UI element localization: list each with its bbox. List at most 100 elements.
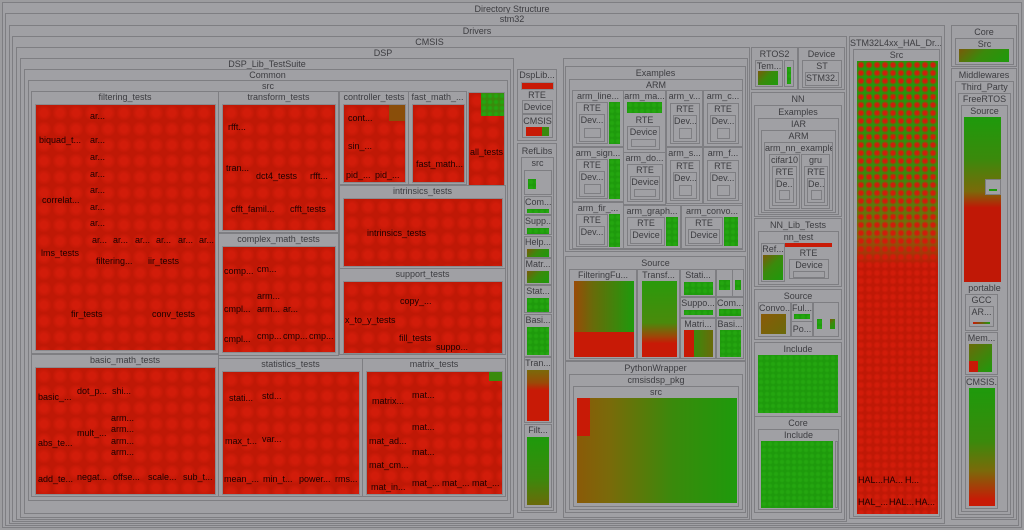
- examples-arm-label: ARM: [646, 80, 666, 90]
- file-label: ar...: [90, 135, 106, 145]
- dsplib-cmsis-label: CMSIS: [523, 116, 552, 126]
- statistics-tests-block[interactable]: stati... std... max_t... var... mean_...…: [222, 371, 360, 495]
- controller-tests-block[interactable]: cont... sin_... pid_... pid_...: [343, 104, 406, 183]
- intrinsics-tests-label: intrinsics_tests: [392, 186, 453, 196]
- nn-core-frame[interactable]: Core Include: [754, 416, 842, 513]
- file-label: mat_cm...: [369, 460, 409, 470]
- file-label: ar...: [135, 235, 151, 245]
- hal-driver-label: STM32L4xx_HAL_Dr...: [850, 38, 941, 48]
- transform-tests-group[interactable]: transform_tests rfft... tran... dct4_tes…: [218, 91, 339, 233]
- source-filtering[interactable]: FilteringFu...: [569, 269, 637, 359]
- intrinsics-tests-block[interactable]: intrinsics_tests: [343, 198, 503, 267]
- freertos-source-frame[interactable]: Source portable GCC AR... Mem... CMSIS..…: [961, 105, 1008, 512]
- right-core-frame[interactable]: Core Src: [951, 25, 1017, 67]
- example-arm-fir[interactable]: arm_fir_... RTE Dev...: [572, 202, 624, 249]
- rtos2-label: RTOS2: [759, 49, 790, 59]
- device-frame[interactable]: Device ST STM32...: [798, 47, 845, 90]
- filtering-tests-group[interactable]: filtering_tests biquad_t... correlat... …: [31, 91, 219, 354]
- file-label: cfft_tests: [290, 204, 326, 214]
- dsp-source-frame[interactable]: Source FilteringFu... Transf... Stati...…: [565, 256, 746, 361]
- nn-gru[interactable]: gru RTE De...: [801, 154, 830, 209]
- cmsisdsp-pkg-frame[interactable]: cmsisdsp_pkg src: [569, 374, 743, 510]
- file-label: dct4_tests: [256, 171, 298, 181]
- complex-math-tests-block[interactable]: comp... cm... arm... cmpl... arm... ar..…: [222, 246, 336, 353]
- rtos2-template[interactable]: Tem...: [755, 60, 783, 87]
- dsplib-cmsis-frame[interactable]: CMSIS: [522, 114, 553, 138]
- example-arm-v[interactable]: arm_v... RTE Dev...: [666, 90, 703, 147]
- reflibs-item[interactable]: Basi...: [524, 314, 552, 357]
- support-tests-group[interactable]: support_tests copy_... x_to_y_tests fill…: [339, 268, 506, 355]
- file-label: ar...: [90, 218, 106, 228]
- file-label: biquad_t...: [39, 135, 82, 145]
- nn-ful[interactable]: Ful...: [791, 302, 813, 322]
- example-arm-s[interactable]: arm_s... RTE Dev...: [666, 147, 703, 204]
- hal-src-block[interactable]: HAL... HA... H... HAL_... HAL... HA...: [857, 61, 938, 514]
- nn-ref[interactable]: Ref...: [761, 243, 785, 282]
- nn-source-frame[interactable]: Source Convo... Ful... Po...: [754, 289, 842, 340]
- source-suppo[interactable]: Suppo...: [680, 297, 716, 318]
- middlewares-frame[interactable]: Middlewares Third_Party FreeRTOS Source …: [951, 68, 1017, 520]
- complex-math-tests-group[interactable]: complex_math_tests comp... cm... arm... …: [218, 233, 339, 356]
- fast-math-tests-group[interactable]: fast_math_... fast_math...: [408, 91, 467, 185]
- dsp-source-label: Source: [641, 258, 670, 268]
- file-label: cmp...: [283, 331, 308, 341]
- python-src-frame[interactable]: src: [573, 386, 739, 507]
- reflibs-item[interactable]: Help...: [524, 236, 552, 258]
- nn-examples-frame[interactable]: Examples IAR ARM arm_nn_examples cifar10…: [754, 105, 842, 217]
- file-label: arm...: [257, 304, 281, 314]
- source-transf[interactable]: Transf...: [637, 269, 680, 359]
- nn-convo[interactable]: Convo...: [758, 302, 791, 337]
- reflibs-item[interactable]: Com...: [524, 196, 552, 215]
- file-label: abs_te...: [38, 438, 73, 448]
- reflibs-src-frame[interactable]: src Com... Supp... Help... Matr... Stat.…: [521, 157, 554, 511]
- dsplib-label: DspLib...: [519, 70, 555, 80]
- support-tests-block[interactable]: copy_... x_to_y_tests fill_tests suppo..…: [343, 281, 503, 354]
- nn-cifar10[interactable]: cifar10 RTE De...: [769, 154, 800, 209]
- reflibs-item[interactable]: Stat...: [524, 285, 552, 313]
- source-matri[interactable]: Matri...: [680, 318, 716, 359]
- file-label: mat...: [412, 390, 435, 400]
- reflibs-item[interactable]: Matr...: [524, 258, 552, 285]
- source-basi[interactable]: Basi...: [716, 318, 744, 359]
- intrinsics-tests-group[interactable]: intrinsics_tests intrinsics_tests: [339, 185, 506, 269]
- python-wrapper-frame[interactable]: PythonWrapper cmsisdsp_pkg src: [565, 361, 746, 513]
- controller-tests-group[interactable]: controller_tests cont... sin_... pid_...…: [339, 91, 409, 185]
- basic-math-tests-group[interactable]: basic_math_tests basic_... dot_p... shi.…: [31, 354, 219, 497]
- reflibs-item[interactable]: Supp...: [524, 215, 552, 235]
- nn-lib-tests-frame[interactable]: NN_Lib_Tests nn_test Ref... RTE Device: [754, 218, 842, 287]
- rtos2-frame[interactable]: RTOS2 Tem...: [751, 47, 798, 90]
- common-label: Common: [249, 70, 286, 80]
- source-stati[interactable]: Stati...: [680, 269, 716, 297]
- matrix-tests-block[interactable]: matrix... mat... mat... mat_ad... mat...…: [366, 371, 503, 495]
- file-label: rms...: [335, 474, 358, 484]
- example-arm-f[interactable]: arm_f... RTE Dev...: [703, 147, 743, 204]
- reflibs-frame[interactable]: RefLibs src Com... Supp... Help... Matr.…: [517, 143, 557, 513]
- matrix-tests-group[interactable]: matrix_tests matrix... mat... mat... mat…: [362, 358, 506, 497]
- example-arm-convo[interactable]: arm_convo... RTE Device: [681, 205, 743, 249]
- source-com[interactable]: Com...: [716, 297, 744, 318]
- file-label: sin_...: [348, 141, 373, 151]
- example-arm-ma[interactable]: arm_ma... RTE Device: [623, 90, 666, 153]
- device-st-frame[interactable]: ST STM32...: [802, 60, 842, 88]
- statistics-tests-group[interactable]: statistics_tests stati... std... max_t..…: [218, 358, 363, 497]
- filtering-tests-block[interactable]: biquad_t... correlat... lms_tests filter…: [35, 104, 216, 351]
- nn-po[interactable]: Po...: [791, 321, 813, 337]
- example-arm-do[interactable]: arm_do... RTE Device: [623, 152, 666, 205]
- transform-tests-block[interactable]: rfft... tran... dct4_tests rfft... cfft_…: [222, 104, 336, 231]
- fast-math-tests-block[interactable]: fast_math...: [412, 104, 465, 183]
- hal-src-frame[interactable]: Src HAL... HA... H... HAL_... HAL... HA.…: [853, 49, 940, 517]
- dsplib-device-frame[interactable]: Device: [522, 100, 553, 114]
- basic-math-tests-block[interactable]: basic_... dot_p... shi... arm... arm... …: [35, 367, 216, 495]
- example-arm-graph[interactable]: arm_graph... RTE Device: [623, 205, 681, 249]
- reflibs-item[interactable]: Tran...: [524, 357, 552, 423]
- example-arm-c[interactable]: arm_c... RTE Dev...: [703, 90, 743, 147]
- example-arm-sign[interactable]: arm_sign... RTE Dev...: [572, 147, 624, 202]
- hal-driver-frame[interactable]: STM32L4xx_HAL_Dr... Src HAL... HA... H..…: [849, 36, 942, 519]
- nn-include-frame[interactable]: Include: [754, 342, 842, 417]
- dsplib-block[interactable]: [521, 82, 554, 90]
- dsplib-frame[interactable]: DspLib... RTE Device CMSIS: [517, 69, 557, 141]
- all-tests-block[interactable]: all_tests: [468, 92, 505, 186]
- file-label: ar...: [156, 235, 172, 245]
- example-arm-line[interactable]: arm_line... RTE Dev...: [572, 90, 624, 147]
- reflibs-item[interactable]: Filt...: [524, 424, 552, 508]
